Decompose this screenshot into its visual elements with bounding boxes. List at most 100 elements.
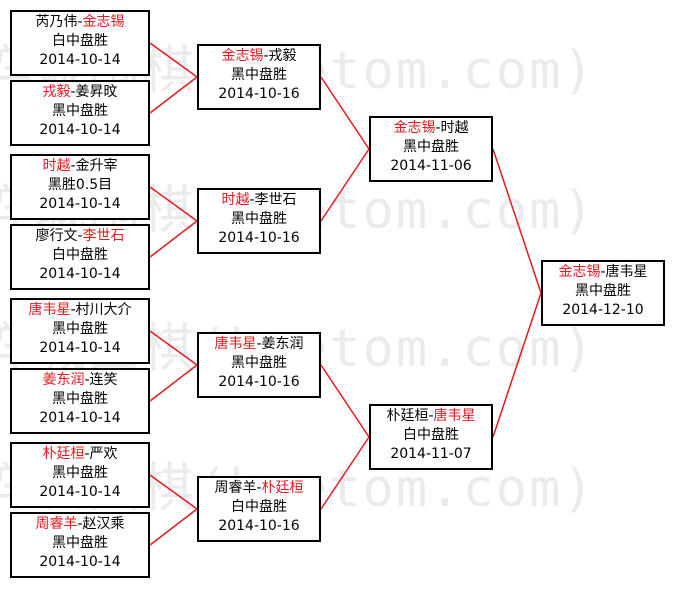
player-white: 李世石	[82, 228, 125, 244]
connector-line	[492, 292, 542, 438]
connector-line	[149, 76, 198, 114]
player-white: 姜东润	[261, 336, 304, 352]
match-result: 白中盘胜	[231, 499, 287, 515]
player-black: 金志锡	[221, 48, 264, 64]
player-white: 唐韦星	[433, 408, 476, 424]
match-result: 黑胜0.5目	[47, 177, 113, 193]
separator: -	[428, 408, 434, 424]
players-line: 戎毅-姜昇旼	[12, 83, 148, 102]
match-date: 2014-10-14	[39, 196, 121, 212]
players-line: 芮乃伟-金志锡	[12, 13, 148, 32]
separator: -	[600, 264, 606, 280]
connector-line	[492, 148, 542, 294]
player-white: 金升宰	[75, 158, 118, 174]
match-box: 唐韦星-村川大介黑中盘胜 2014-10-14	[10, 298, 150, 364]
separator: -	[435, 120, 441, 136]
match-date: 2014-10-16	[218, 374, 300, 390]
player-black: 周睿羊	[35, 516, 78, 532]
match-result: 黑中盘胜	[575, 283, 631, 299]
player-white: 金志锡	[82, 14, 125, 30]
players-line: 时越-李世石	[199, 191, 319, 210]
match-result: 黑中盘胜	[52, 321, 108, 337]
match-result: 黑中盘胜	[231, 67, 287, 83]
player-black: 周睿羊	[214, 480, 257, 496]
player-black: 朴廷桓	[386, 408, 429, 424]
player-black: 戎毅	[42, 84, 71, 100]
match-date: 2014-10-14	[39, 266, 121, 282]
match-result: 黑中盘胜	[52, 465, 108, 481]
match-result: 黑中盘胜	[231, 211, 287, 227]
match-result: 白中盘胜	[52, 247, 108, 263]
player-white: 姜昇旼	[75, 84, 118, 100]
connector-line	[149, 474, 198, 510]
player-black: 姜东润	[42, 372, 85, 388]
player-black: 时越	[221, 192, 250, 208]
connector-line	[320, 76, 370, 150]
separator: -	[249, 192, 255, 208]
player-white: 唐韦星	[605, 264, 648, 280]
separator: -	[77, 14, 83, 30]
match-date: 2014-11-07	[390, 446, 472, 462]
match-result: 黑中盘胜	[52, 103, 108, 119]
players-line: 唐韦星-姜东润	[199, 335, 319, 354]
match-result: 黑中盘胜	[52, 535, 108, 551]
player-white: 朴廷桓	[261, 480, 304, 496]
match-date: 2014-10-14	[39, 340, 121, 356]
player-white: 严欢	[89, 446, 118, 462]
players-line: 金志锡-时越	[371, 119, 491, 138]
separator: -	[77, 516, 83, 532]
player-black: 时越	[42, 158, 71, 174]
match-date: 2014-10-16	[218, 230, 300, 246]
separator: -	[84, 446, 90, 462]
player-white: 李世石	[254, 192, 297, 208]
match-date: 2014-10-14	[39, 122, 121, 138]
player-black: 金志锡	[558, 264, 601, 280]
match-result: 黑中盘胜	[52, 391, 108, 407]
match-box: 廖行文-李世石白中盘胜 2014-10-14	[10, 224, 150, 290]
player-white: 时越	[440, 120, 469, 136]
player-black: 唐韦星	[28, 302, 71, 318]
match-date: 2014-10-14	[39, 52, 121, 68]
players-line: 朴廷桓-严欢	[12, 445, 148, 464]
connector-line	[320, 148, 370, 222]
player-black: 芮乃伟	[35, 14, 78, 30]
player-white: 赵汉乘	[82, 516, 125, 532]
players-line: 廖行文-李世石	[12, 227, 148, 246]
player-black: 廖行文	[35, 228, 78, 244]
connector-line	[149, 508, 198, 546]
separator: -	[70, 302, 76, 318]
connector-line	[149, 220, 198, 258]
connector-line	[320, 436, 370, 510]
separator: -	[256, 336, 262, 352]
match-box: 朴廷桓-严欢黑中盘胜 2014-10-14	[10, 442, 150, 508]
players-line: 金志锡-唐韦星	[543, 263, 663, 282]
player-black: 金志锡	[393, 120, 436, 136]
match-result: 白中盘胜	[403, 427, 459, 443]
player-black: 唐韦星	[214, 336, 257, 352]
separator: -	[84, 372, 90, 388]
separator: -	[263, 48, 269, 64]
players-line: 金志锡-戎毅	[199, 47, 319, 66]
match-date: 2014-10-16	[218, 86, 300, 102]
players-line: 周睿羊-朴廷桓	[199, 479, 319, 498]
match-box: 时越-金升宰黑胜0.5目 2014-10-14	[10, 154, 150, 220]
players-line: 唐韦星-村川大介	[12, 301, 148, 320]
connector-line	[149, 42, 198, 78]
players-line: 姜东润-连笑	[12, 371, 148, 390]
match-date: 2014-12-10	[562, 302, 644, 318]
player-white: 戎毅	[268, 48, 297, 64]
match-date: 2014-10-14	[39, 484, 121, 500]
connector-line	[149, 364, 198, 402]
match-result: 黑中盘胜	[231, 355, 287, 371]
players-line: 时越-金升宰	[12, 157, 148, 176]
connector-line	[149, 186, 198, 222]
